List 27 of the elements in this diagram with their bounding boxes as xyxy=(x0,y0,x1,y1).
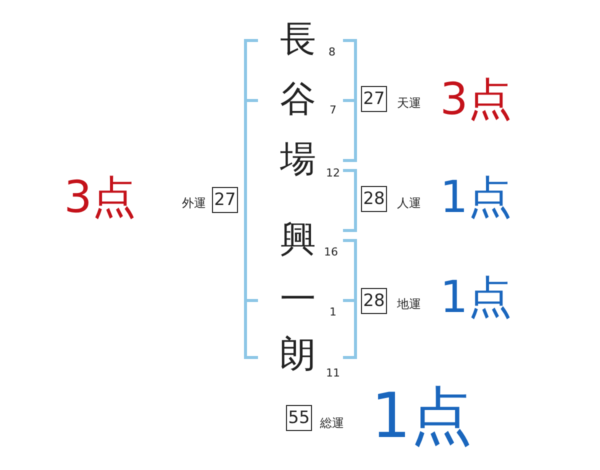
kanji-character: 朗 xyxy=(280,337,316,373)
score-label: 1点 xyxy=(440,276,512,320)
stroke-count: 8 xyxy=(328,46,336,58)
number-box: 27 xyxy=(212,187,238,213)
kanji-character: 一 xyxy=(280,282,316,318)
score-label: 1点 xyxy=(371,385,473,447)
score-label: 3点 xyxy=(440,78,512,122)
stroke-count: 7 xyxy=(330,104,336,116)
number-box: 27 xyxy=(361,86,387,112)
stroke-count: 1 xyxy=(330,306,336,318)
kanji-character: 谷 xyxy=(280,82,316,118)
fortune-label: 天運 xyxy=(397,97,421,109)
stroke-count: 12 xyxy=(326,168,340,178)
number-box: 55 xyxy=(286,405,312,431)
kanji-character: 場 xyxy=(280,142,316,178)
number-box: 28 xyxy=(361,288,387,314)
fortune-label: 外運 xyxy=(182,197,206,209)
number-box: 28 xyxy=(361,186,387,212)
score-label: 1点 xyxy=(440,176,512,220)
kanji-character: 興 xyxy=(280,222,316,258)
score-label: 3点 xyxy=(64,176,136,220)
fortune-label: 地運 xyxy=(397,298,421,310)
fortune-label: 総運 xyxy=(320,417,344,429)
stroke-count: 11 xyxy=(326,368,340,378)
kanji-character: 長 xyxy=(280,22,316,58)
fortune-label: 人運 xyxy=(397,197,421,209)
stroke-count: 16 xyxy=(324,246,338,258)
